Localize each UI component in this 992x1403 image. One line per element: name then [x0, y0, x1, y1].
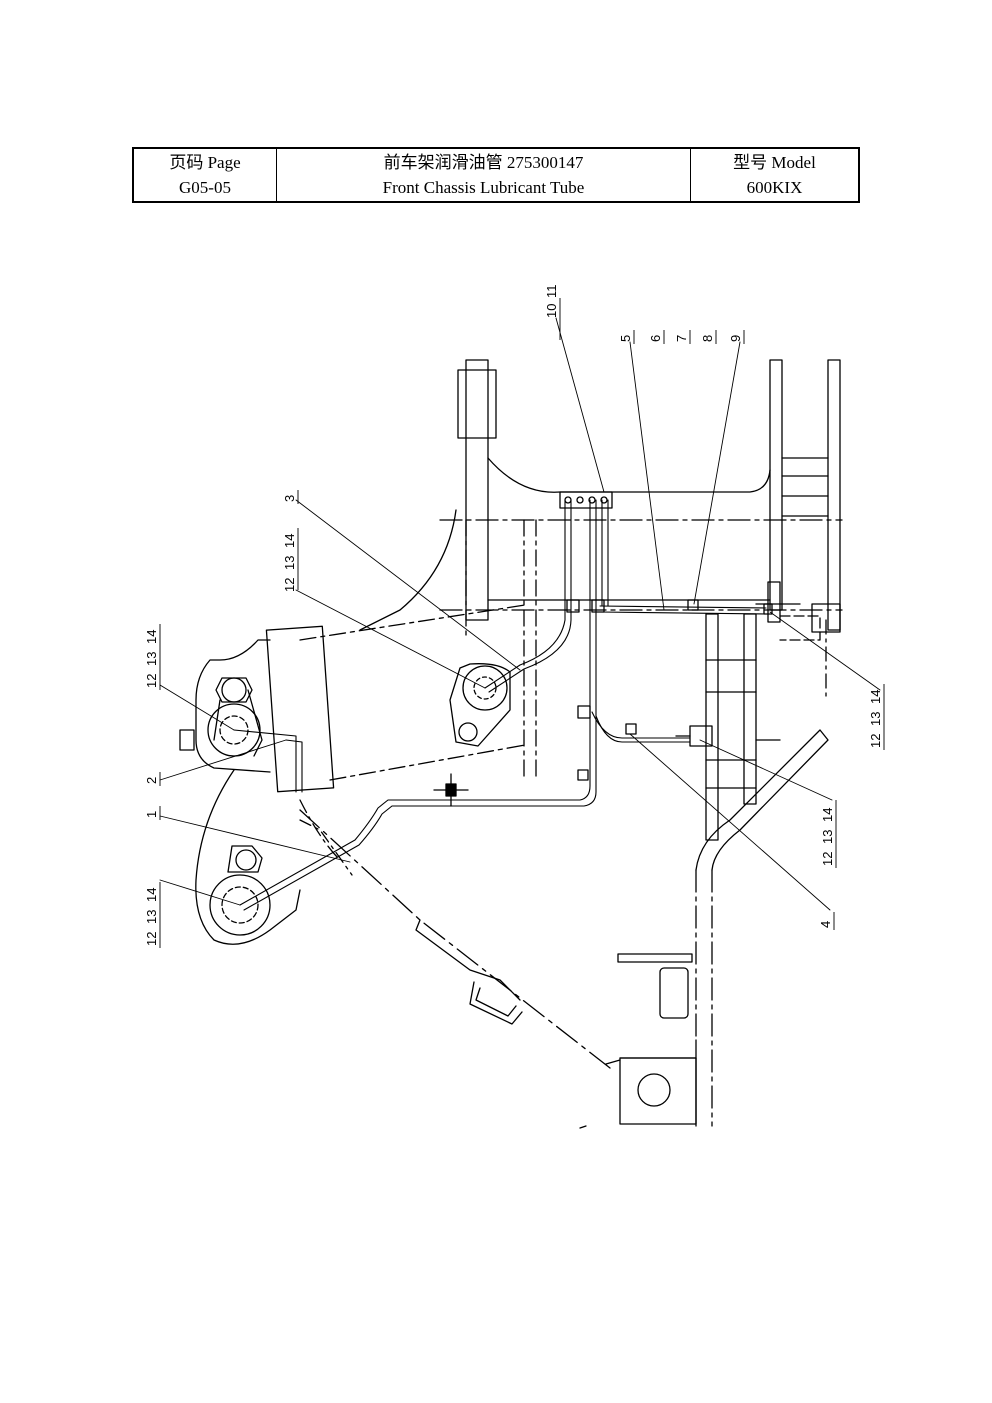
callout-10: 10 [544, 304, 559, 318]
callout-3-group: 3 [282, 495, 297, 502]
model-cell: 型号 Model 600KIX [691, 149, 858, 201]
callout-underlines [159, 298, 885, 948]
callout-13: 13 [144, 910, 159, 924]
callout-8: 8 [700, 335, 715, 342]
callout-10-11: 10 11 [544, 285, 559, 319]
callout-1: 1 [144, 811, 159, 818]
callout-9: 9 [728, 335, 743, 342]
lubricant-tubes [233, 499, 767, 911]
callout-4-group: 4 [818, 921, 833, 928]
leader-lines [159, 317, 881, 911]
cross-member [299, 519, 537, 781]
callout-12-13-14-a: 12 13 14 [282, 534, 297, 592]
callout-13: 13 [282, 556, 297, 570]
drawing-title-en: Front Chassis Lubricant Tube [382, 178, 585, 197]
callout-3: 3 [282, 495, 297, 502]
page-label: 页码 Page [169, 153, 241, 172]
callout-14: 14 [868, 690, 883, 704]
callout-2-group: 2 [144, 777, 159, 784]
callout-14: 14 [820, 808, 835, 822]
callout-14: 14 [282, 534, 297, 548]
callout-6-group: 6 [648, 335, 663, 342]
model-value: 600KIX [746, 178, 803, 197]
callout-12-13-14-e: 12 13 14 [820, 808, 835, 866]
page-cell: 页码 Page G05-05 [134, 149, 277, 201]
callout-5: 5 [618, 335, 633, 342]
page-number: G05-05 [179, 178, 231, 197]
callout-13: 13 [820, 830, 835, 844]
middle-bracket [359, 509, 511, 747]
lower-frame-body [299, 603, 829, 1129]
callout-1-group: 1 [144, 811, 159, 818]
title-block: 页码 Page G05-05 前车架润滑油管 275300147 Front C… [132, 147, 860, 203]
junction-block [433, 491, 773, 807]
callout-12: 12 [144, 674, 159, 688]
callout-9-group: 9 [728, 335, 743, 342]
callout-11: 11 [544, 285, 559, 299]
callout-8-group: 8 [700, 335, 715, 342]
callout-12: 12 [144, 932, 159, 946]
drawing-title-cn: 前车架润滑油管 275300147 [383, 153, 584, 172]
callout-12-13-14-b: 12 13 14 [144, 630, 159, 688]
callout-2: 2 [144, 777, 159, 784]
callout-12: 12 [282, 578, 297, 592]
callout-4: 4 [818, 921, 833, 928]
callout-12-13-14-d: 12 13 14 [868, 690, 883, 748]
title-cell: 前车架润滑油管 275300147 Front Chassis Lubrican… [277, 149, 691, 201]
callout-12: 12 [868, 734, 883, 748]
callout-7: 7 [674, 335, 689, 342]
callout-5-group: 5 [618, 335, 633, 342]
callout-12: 12 [820, 852, 835, 866]
upper-frame-rail [439, 359, 843, 633]
model-label: 型号 Model [733, 153, 816, 172]
callout-13: 13 [868, 712, 883, 726]
boom-arm-lower [195, 769, 341, 945]
callout-7-group: 7 [674, 335, 689, 342]
callout-14: 14 [144, 630, 159, 644]
callout-12-13-14-c: 12 13 14 [144, 888, 159, 946]
callout-14: 14 [144, 888, 159, 902]
callout-13: 13 [144, 652, 159, 666]
callout-6: 6 [648, 335, 663, 342]
boom-arm-upper [179, 625, 335, 793]
